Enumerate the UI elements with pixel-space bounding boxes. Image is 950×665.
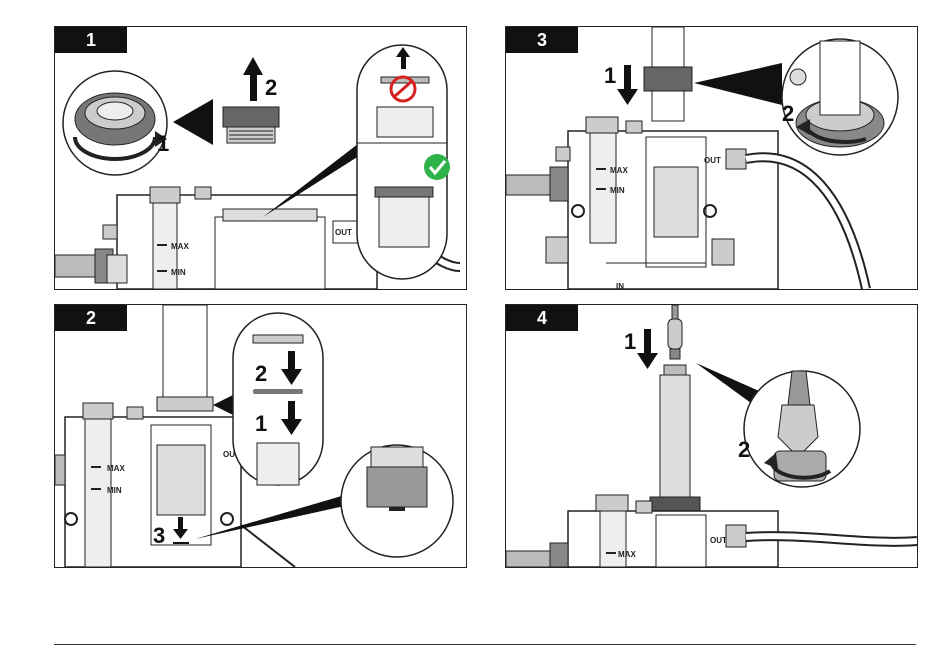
- step-1-label: 1: [604, 63, 616, 88]
- max-mark: MAX: [171, 242, 189, 251]
- max-mark: MAX: [618, 550, 636, 559]
- step-2-label: 2: [265, 75, 277, 100]
- step-3-label: 3: [153, 523, 165, 548]
- step-1-label: 1: [157, 131, 169, 156]
- out-mark: OUT: [704, 156, 721, 165]
- step-1-label: 1: [255, 411, 267, 436]
- out-mark: OUT: [335, 228, 352, 237]
- min-mark: MIN: [171, 268, 186, 277]
- min-mark: MIN: [107, 486, 122, 495]
- panel-3-drawing: 1 MAX MIN OUT IN 2: [506, 27, 917, 289]
- min-mark: MIN: [610, 186, 625, 195]
- illustration-panel-1: 1 MAX MIN OUT 1: [54, 26, 467, 290]
- in-mark: IN: [616, 282, 624, 289]
- step-2-label: 2: [782, 101, 794, 126]
- panel-4-drawing: 1 MAX OUT 2: [506, 305, 917, 567]
- illustration-panel-2: 2 MAX MIN OUT 3 2: [54, 304, 467, 568]
- panel-2-drawing: MAX MIN OUT 3 2 1: [55, 305, 466, 567]
- max-mark: MAX: [107, 464, 125, 473]
- step-2-label: 2: [255, 361, 267, 386]
- footer-rule: [54, 644, 916, 645]
- panel-1-drawing: MAX MIN OUT 1 2: [55, 27, 466, 289]
- illustration-panel-3: 3 1 MAX MIN OUT IN: [505, 26, 918, 290]
- illustration-panel-4: 4 1 MAX OUT 2: [505, 304, 918, 568]
- step-2-label: 2: [738, 437, 750, 462]
- max-mark: MAX: [610, 166, 628, 175]
- out-mark: OUT: [710, 536, 727, 545]
- step-1-label: 1: [624, 329, 636, 354]
